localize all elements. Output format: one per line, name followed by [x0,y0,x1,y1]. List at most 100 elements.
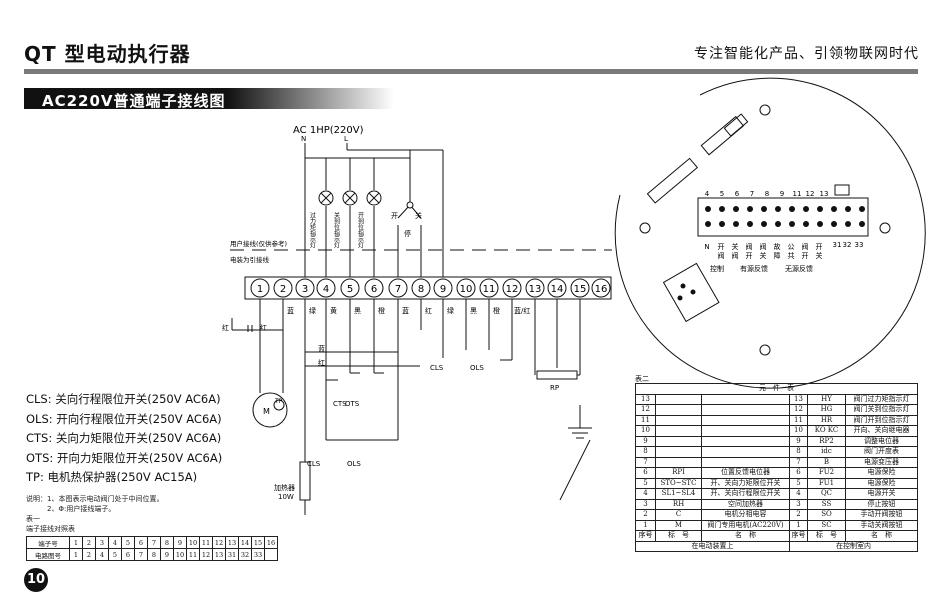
board-label-top: 开 [816,243,823,251]
board-label-bottom: 开 [746,252,753,260]
footer-left: 在电动装置上 [635,540,790,552]
component-table-cell [655,425,702,437]
terminal-table-cell: 8 [160,536,174,549]
legend-item-ols: OLS: 开向行程限位开关(250V AC6A) [26,411,222,426]
component-table-cell: 3 [789,498,808,510]
terminal-number: 8 [418,284,424,295]
terminal-circle [591,278,611,298]
blue-wire-label: 蓝 [318,344,325,353]
terminal-table-cell: 9 [160,548,174,561]
component-table-cell: 开向、关向继电器 [845,425,918,437]
board-top-number: 12 [806,190,815,198]
terminal-table-cell: 10 [186,536,200,549]
component-table-cell [701,435,790,447]
terminal-table-cell: 2 [82,548,96,561]
terminal-table-cell: 11 [199,536,213,549]
component-table-cell: 4 [635,488,656,500]
power-label: AC 1HP(220V) [293,125,364,136]
component-table-cell [655,446,702,458]
board-bottom-number: 32 [843,241,852,249]
component-table-cell: HR [807,414,846,426]
wire-color-label: 橙 [378,306,385,315]
board-label-bottom: 阀 [718,251,725,260]
board-bottom-number: 33 [855,241,864,249]
component-table-cell [701,393,790,405]
ols-label-left: OLS [347,460,361,468]
terminal-table-cell: 5 [121,536,135,549]
legend-item-tp: TP: 电机热保护器(250V AC15A) [26,470,198,484]
component-table-cell: 1 [635,519,656,531]
cls-label-left: CLS [307,460,321,468]
terminal-number: 12 [506,284,519,295]
component-table-cell: 阀门专用电机(AC220V) [701,519,790,531]
component-table-cell: SO [807,509,846,521]
terminal-circle [570,278,590,298]
terminal-number: 5 [347,284,353,295]
component-table-cell: SC [807,519,846,531]
terminal-circle [364,278,384,298]
component-table-cell: C [655,509,702,521]
terminal-table-cell: 14 [238,536,252,549]
component-table-cell [701,404,790,416]
terminal-circle [525,278,545,298]
wire-color-label: 黑 [354,307,361,315]
board-label-bottom: 关 [816,251,823,260]
component-table-cell: 11 [635,414,656,426]
component-table-cell [655,456,702,468]
control-board [614,77,926,389]
board-top-number: 4 [705,190,710,198]
cts-label: CTS [333,400,347,408]
terminal-table-cell: 11 [186,548,200,561]
board-top-number: 5 [720,190,724,198]
component-table-cell: 电源开关 [845,488,918,500]
board-label-bottom: 阀 [732,251,739,260]
terminal-number: 11 [483,284,496,295]
component-table-cell: SL1~SL4 [655,488,702,500]
board-label-top: N [704,243,709,251]
component-table-cell: 9 [635,435,656,447]
component-table-cell: 9 [789,435,808,447]
component-table-cell: 12 [789,404,808,416]
terminal-circle [316,278,336,298]
board-top-number: 9 [780,190,784,198]
terminal-number: 16 [595,284,608,295]
ols-label-right: OLS [470,364,484,372]
terminal-circle [502,278,522,298]
terminal-table-cell: 32 [238,548,252,561]
group-label-control: 控制 [710,264,724,273]
col-header-name-right: 名 称 [845,530,918,542]
cls-label-right: CLS [430,364,444,372]
legend-item-cls: CLS: 关向行程限位开关(250V AC6A) [26,392,221,406]
component-table-cell: 电源变压器 [845,456,918,468]
motor-label: M [263,407,270,416]
section-banner: AC220V普通端子接线图 [24,88,394,110]
component-table-cell: 10 [635,425,656,437]
col-header-no-left: 序号 [635,530,656,542]
component-table-cell: 阀门过力矩指示灯 [845,393,918,405]
component-table-cell [701,414,790,426]
component-table-cell: 开、关向力矩限位开关 [701,477,790,489]
component-table-cell: RH [655,498,702,510]
terminal-table-cell: 10 [173,548,187,561]
l-label: L [344,135,348,143]
heater-power: 10W [278,493,294,501]
terminal-number: 10 [460,284,473,295]
note-line-1: 说明：1、本图表示电动阀门处于中间位置。 [26,495,164,503]
left-red-label-1: 红 [222,323,229,332]
wire-color-label: 蓝/红 [514,306,530,315]
terminal-table-cell: 13 [212,548,226,561]
terminal-table-header-1: 端子号 [26,536,70,549]
n-label: N [301,135,306,143]
board-label-bottom: 障 [774,251,781,260]
terminal-table-cell: 4 [108,536,122,549]
component-table-cell: 电机分相电容 [701,509,790,521]
col-header-code-left: 标 号 [655,530,702,542]
component-table-cell: M [655,519,702,531]
